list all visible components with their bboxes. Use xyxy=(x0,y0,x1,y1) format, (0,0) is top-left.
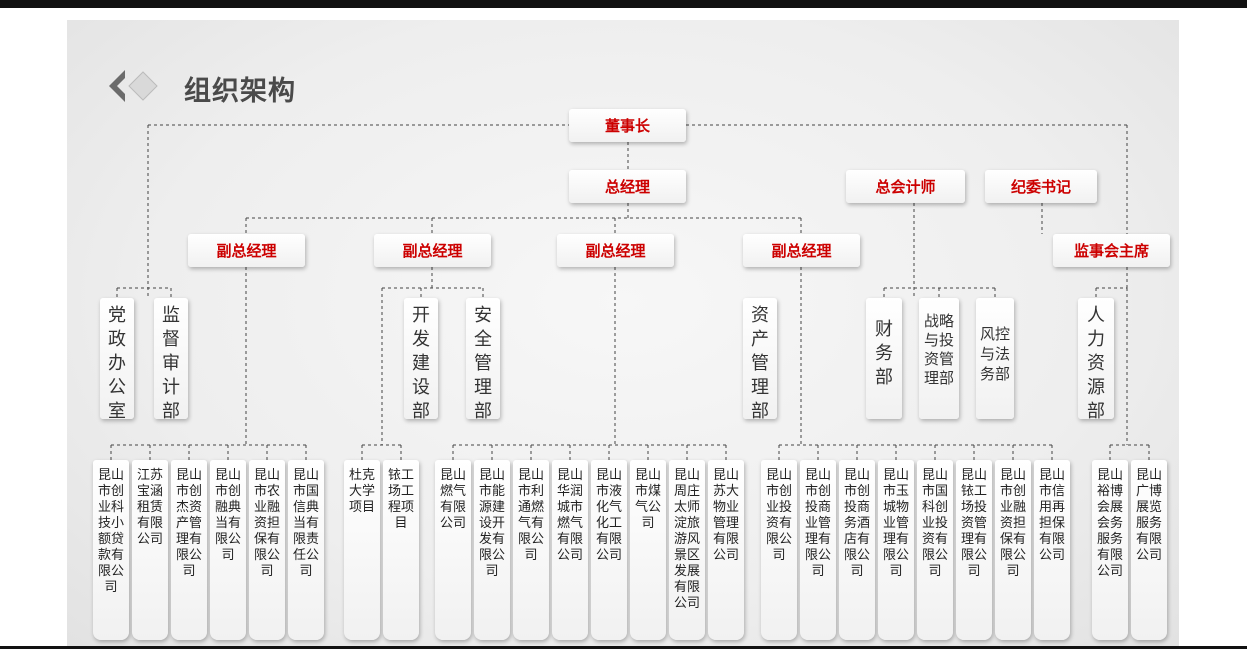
department-box: 安全管理部 xyxy=(466,298,500,422)
company-box: 昆山市创业投资有限公司 xyxy=(761,460,797,640)
deputy-gm-label: 副总经理 xyxy=(402,242,463,260)
supervisory-chair-box: 监事会主席 xyxy=(1053,234,1170,267)
chairman-box: 董事长 xyxy=(569,109,686,142)
company-label: 昆山裕博会展会务服务有限公司 xyxy=(1096,468,1123,579)
department-box: 开发建设部 xyxy=(404,298,438,422)
chief-accountant-box: 总会计师 xyxy=(846,170,965,203)
company-box: 昆山市煤气公司 xyxy=(630,460,666,640)
company-box: 昆山市创融典当有限公司 xyxy=(210,460,246,640)
department-box: 风控与法务部 xyxy=(976,298,1014,419)
company-box: 昆山裕博会展会务服务有限公司 xyxy=(1092,460,1128,640)
company-box: 昆山周庄太师淀旅游风景区发展有限公司 xyxy=(669,460,705,640)
general-manager-box: 总经理 xyxy=(569,170,686,203)
company-label: 铱工场工程项目 xyxy=(387,468,414,531)
company-box: 昆山市创杰资产管理有限公司 xyxy=(171,460,207,640)
company-label: 昆山铱工场投资管理有限公司 xyxy=(960,468,987,579)
company-label: 昆山市创投商务酒店有限公司 xyxy=(843,468,870,579)
company-label: 昆山市创融典当有限公司 xyxy=(214,468,241,563)
supervisory-chair-label: 监事会主席 xyxy=(1073,242,1149,260)
company-box: 昆山市液化气化工有限公司 xyxy=(591,460,627,640)
deputy-gm-box-2: 副总经理 xyxy=(374,234,491,267)
department-box: 监督审计部 xyxy=(154,298,188,422)
company-box: 昆山市创业融资担保有限公司 xyxy=(995,460,1031,640)
page-title: 组织架构 xyxy=(184,76,296,107)
deputy-gm-box-1: 副总经理 xyxy=(188,234,305,267)
deputy-gm-label: 副总经理 xyxy=(771,242,832,260)
company-box: 昆山燃气有限公司 xyxy=(435,460,471,640)
company-box: 昆山市创投商务酒店有限公司 xyxy=(839,460,875,640)
company-box: 昆山市国科创业投资有限公司 xyxy=(917,460,953,640)
company-box: 昆山市玉城物业管理有限公司 xyxy=(878,460,914,640)
company-box: 江苏宝涵租赁有限公司 xyxy=(132,460,168,640)
company-label: 昆山市农业融资担保有限公司 xyxy=(253,468,280,579)
company-label: 昆山市创业科技小额贷款有限公司 xyxy=(97,468,124,595)
department-label: 资产管理部 xyxy=(750,305,769,422)
company-box: 昆山市创业科技小额贷款有限公司 xyxy=(93,460,129,640)
department-label: 人力资源部 xyxy=(1086,305,1105,422)
company-box: 昆山市创投商业管理有限公司 xyxy=(800,460,836,640)
department-box: 战略与投资管理部 xyxy=(919,298,959,419)
department-label: 党政办公室 xyxy=(107,305,126,422)
company-box: 昆山广博展览服务有限公司 xyxy=(1131,460,1167,640)
department-label: 监督审计部 xyxy=(161,305,180,422)
company-label: 昆山市创投商业管理有限公司 xyxy=(804,468,831,579)
company-label: 昆山市国科创业投资有限公司 xyxy=(921,468,948,579)
company-label: 昆山广博展览服务有限公司 xyxy=(1135,468,1162,563)
company-label: 昆山华润城市燃气有限公司 xyxy=(556,468,583,563)
org-chart-canvas: 组织架构 董事长 总经理 总会计师 纪委书记 副总经理 副总经理 副总经理 副总… xyxy=(67,20,1179,646)
discipline-secretary-label: 纪委书记 xyxy=(1010,178,1071,196)
company-label: 昆山市国信典当有限责任公司 xyxy=(292,468,319,579)
diamond-title-icon xyxy=(109,70,158,102)
department-label: 安全管理部 xyxy=(473,305,492,422)
department-label: 财务部 xyxy=(874,319,893,388)
general-manager-label: 总经理 xyxy=(604,178,650,196)
top-border-line xyxy=(0,0,1247,8)
chairman-label: 董事长 xyxy=(604,117,650,135)
company-label: 昆山市能源建设开发有限公司 xyxy=(478,468,505,579)
company-label: 昆山市创业投资有限公司 xyxy=(765,468,792,563)
company-label: 昆山市信用再担保有限公司 xyxy=(1038,468,1065,563)
company-box: 昆山市农业融资担保有限公司 xyxy=(249,460,285,640)
company-box: 昆山市能源建设开发有限公司 xyxy=(474,460,510,640)
department-box: 人力资源部 xyxy=(1078,298,1114,422)
department-label: 风控与法务部 xyxy=(979,325,1010,383)
company-label: 杜克大学项目 xyxy=(348,468,375,515)
company-label: 昆山市煤气公司 xyxy=(634,468,661,531)
deputy-gm-box-4: 副总经理 xyxy=(743,234,860,267)
department-label: 战略与投资管理部 xyxy=(923,312,954,387)
connector-lines xyxy=(110,124,1150,460)
company-box: 昆山市利通燃气有限公司 xyxy=(513,460,549,640)
company-label: 昆山市玉城物业管理有限公司 xyxy=(882,468,909,579)
deputy-gm-label: 副总经理 xyxy=(216,242,277,260)
company-box: 昆山苏大物业管理有限公司 xyxy=(708,460,744,640)
company-box: 铱工场工程项目 xyxy=(383,460,419,640)
company-label: 昆山市创杰资产管理有限公司 xyxy=(175,468,202,579)
company-box: 昆山市信用再担保有限公司 xyxy=(1034,460,1070,640)
chief-accountant-label: 总会计师 xyxy=(875,178,936,196)
company-label: 昆山市液化气化工有限公司 xyxy=(595,468,622,563)
company-label: 昆山苏大物业管理有限公司 xyxy=(712,468,739,563)
bottom-border-line xyxy=(0,646,1247,649)
company-label: 昆山周庄太师淀旅游风景区发展有限公司 xyxy=(673,468,700,611)
deputy-gm-box-3: 副总经理 xyxy=(557,234,674,267)
company-label: 昆山市创业融资担保有限公司 xyxy=(999,468,1026,579)
discipline-secretary-box: 纪委书记 xyxy=(985,170,1097,203)
department-box: 财务部 xyxy=(866,298,902,419)
company-label: 昆山燃气有限公司 xyxy=(439,468,466,531)
company-box: 昆山铱工场投资管理有限公司 xyxy=(956,460,992,640)
company-label: 江苏宝涵租赁有限公司 xyxy=(136,468,163,547)
company-box: 昆山市国信典当有限责任公司 xyxy=(288,460,324,640)
company-label: 昆山市利通燃气有限公司 xyxy=(517,468,544,563)
department-box: 党政办公室 xyxy=(100,298,134,422)
company-box: 昆山华润城市燃气有限公司 xyxy=(552,460,588,640)
department-label: 开发建设部 xyxy=(411,305,430,422)
department-box: 资产管理部 xyxy=(743,298,777,422)
deputy-gm-label: 副总经理 xyxy=(585,242,646,260)
company-box: 杜克大学项目 xyxy=(344,460,380,640)
